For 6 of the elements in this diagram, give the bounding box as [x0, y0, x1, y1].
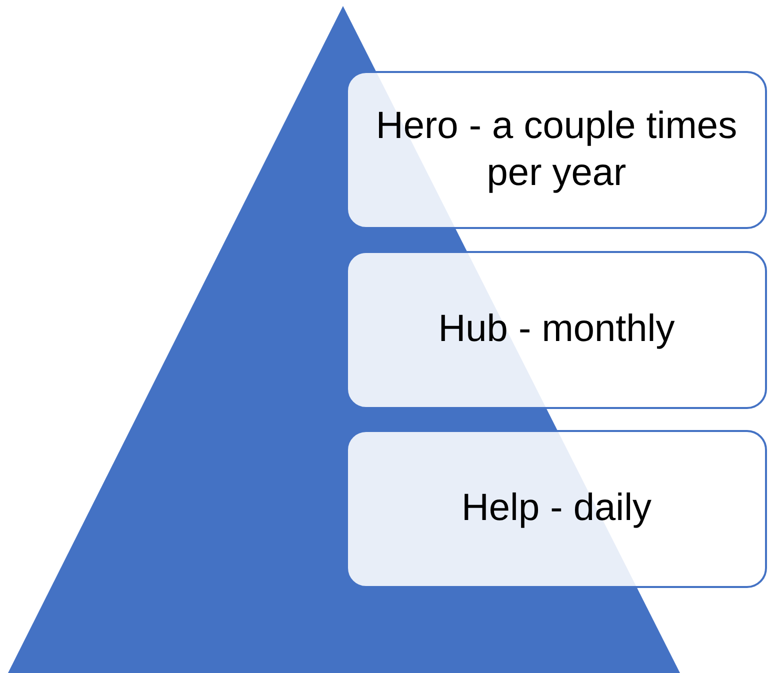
box-label: Help - daily: [461, 486, 652, 532]
box-label: Hero - a couple times per year: [374, 104, 738, 196]
label-box: [346, 71, 767, 229]
box-label: Hub - monthly: [438, 307, 675, 352]
label-box: [346, 430, 767, 588]
label-box: [346, 251, 767, 409]
